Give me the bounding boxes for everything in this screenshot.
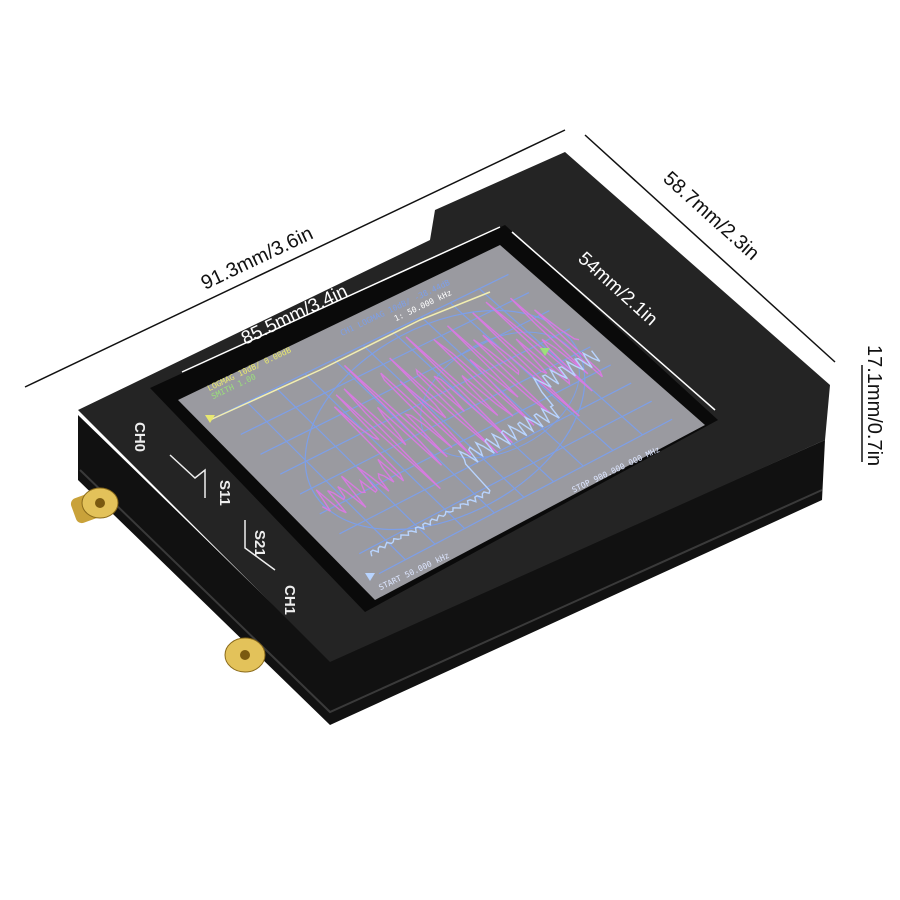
port-label-s21: S21 [251, 530, 268, 557]
arrow-s21-icon [244, 520, 276, 571]
trace-yellow [209, 291, 491, 421]
screen-grid [220, 273, 673, 575]
grid-line [220, 273, 509, 416]
smith-chart-inner [420, 331, 580, 459]
sma-connector-ch1 [224, 637, 266, 673]
grid-line [378, 418, 673, 575]
grid-line [319, 364, 612, 515]
sma-connector-ch0 [70, 487, 119, 524]
grid-line [339, 382, 632, 535]
dimension-line-screen-length [181, 226, 501, 373]
marker-triangle-icon [540, 348, 550, 356]
arrow-s11-icon [169, 454, 206, 498]
dimension-line-width [584, 134, 836, 363]
dimension-line-length [24, 129, 566, 388]
start-triangle-icon [365, 573, 375, 581]
marker-triangle-icon [205, 415, 215, 423]
port-label-s11: S11 [216, 480, 233, 506]
grid-line [240, 292, 530, 435]
port-label-ch1: CH1 [281, 585, 298, 615]
label-overall-length: 91.3mm/3.6in [198, 222, 317, 294]
grid-line [358, 400, 652, 555]
label-thickness: 17.1mm/0.7in [863, 345, 885, 466]
trace-s11 [315, 297, 604, 514]
grid-line [260, 310, 550, 455]
trace-s21 [370, 350, 601, 557]
dimension-line-screen-width [511, 231, 716, 411]
port-label-ch0: CH0 [131, 422, 148, 452]
